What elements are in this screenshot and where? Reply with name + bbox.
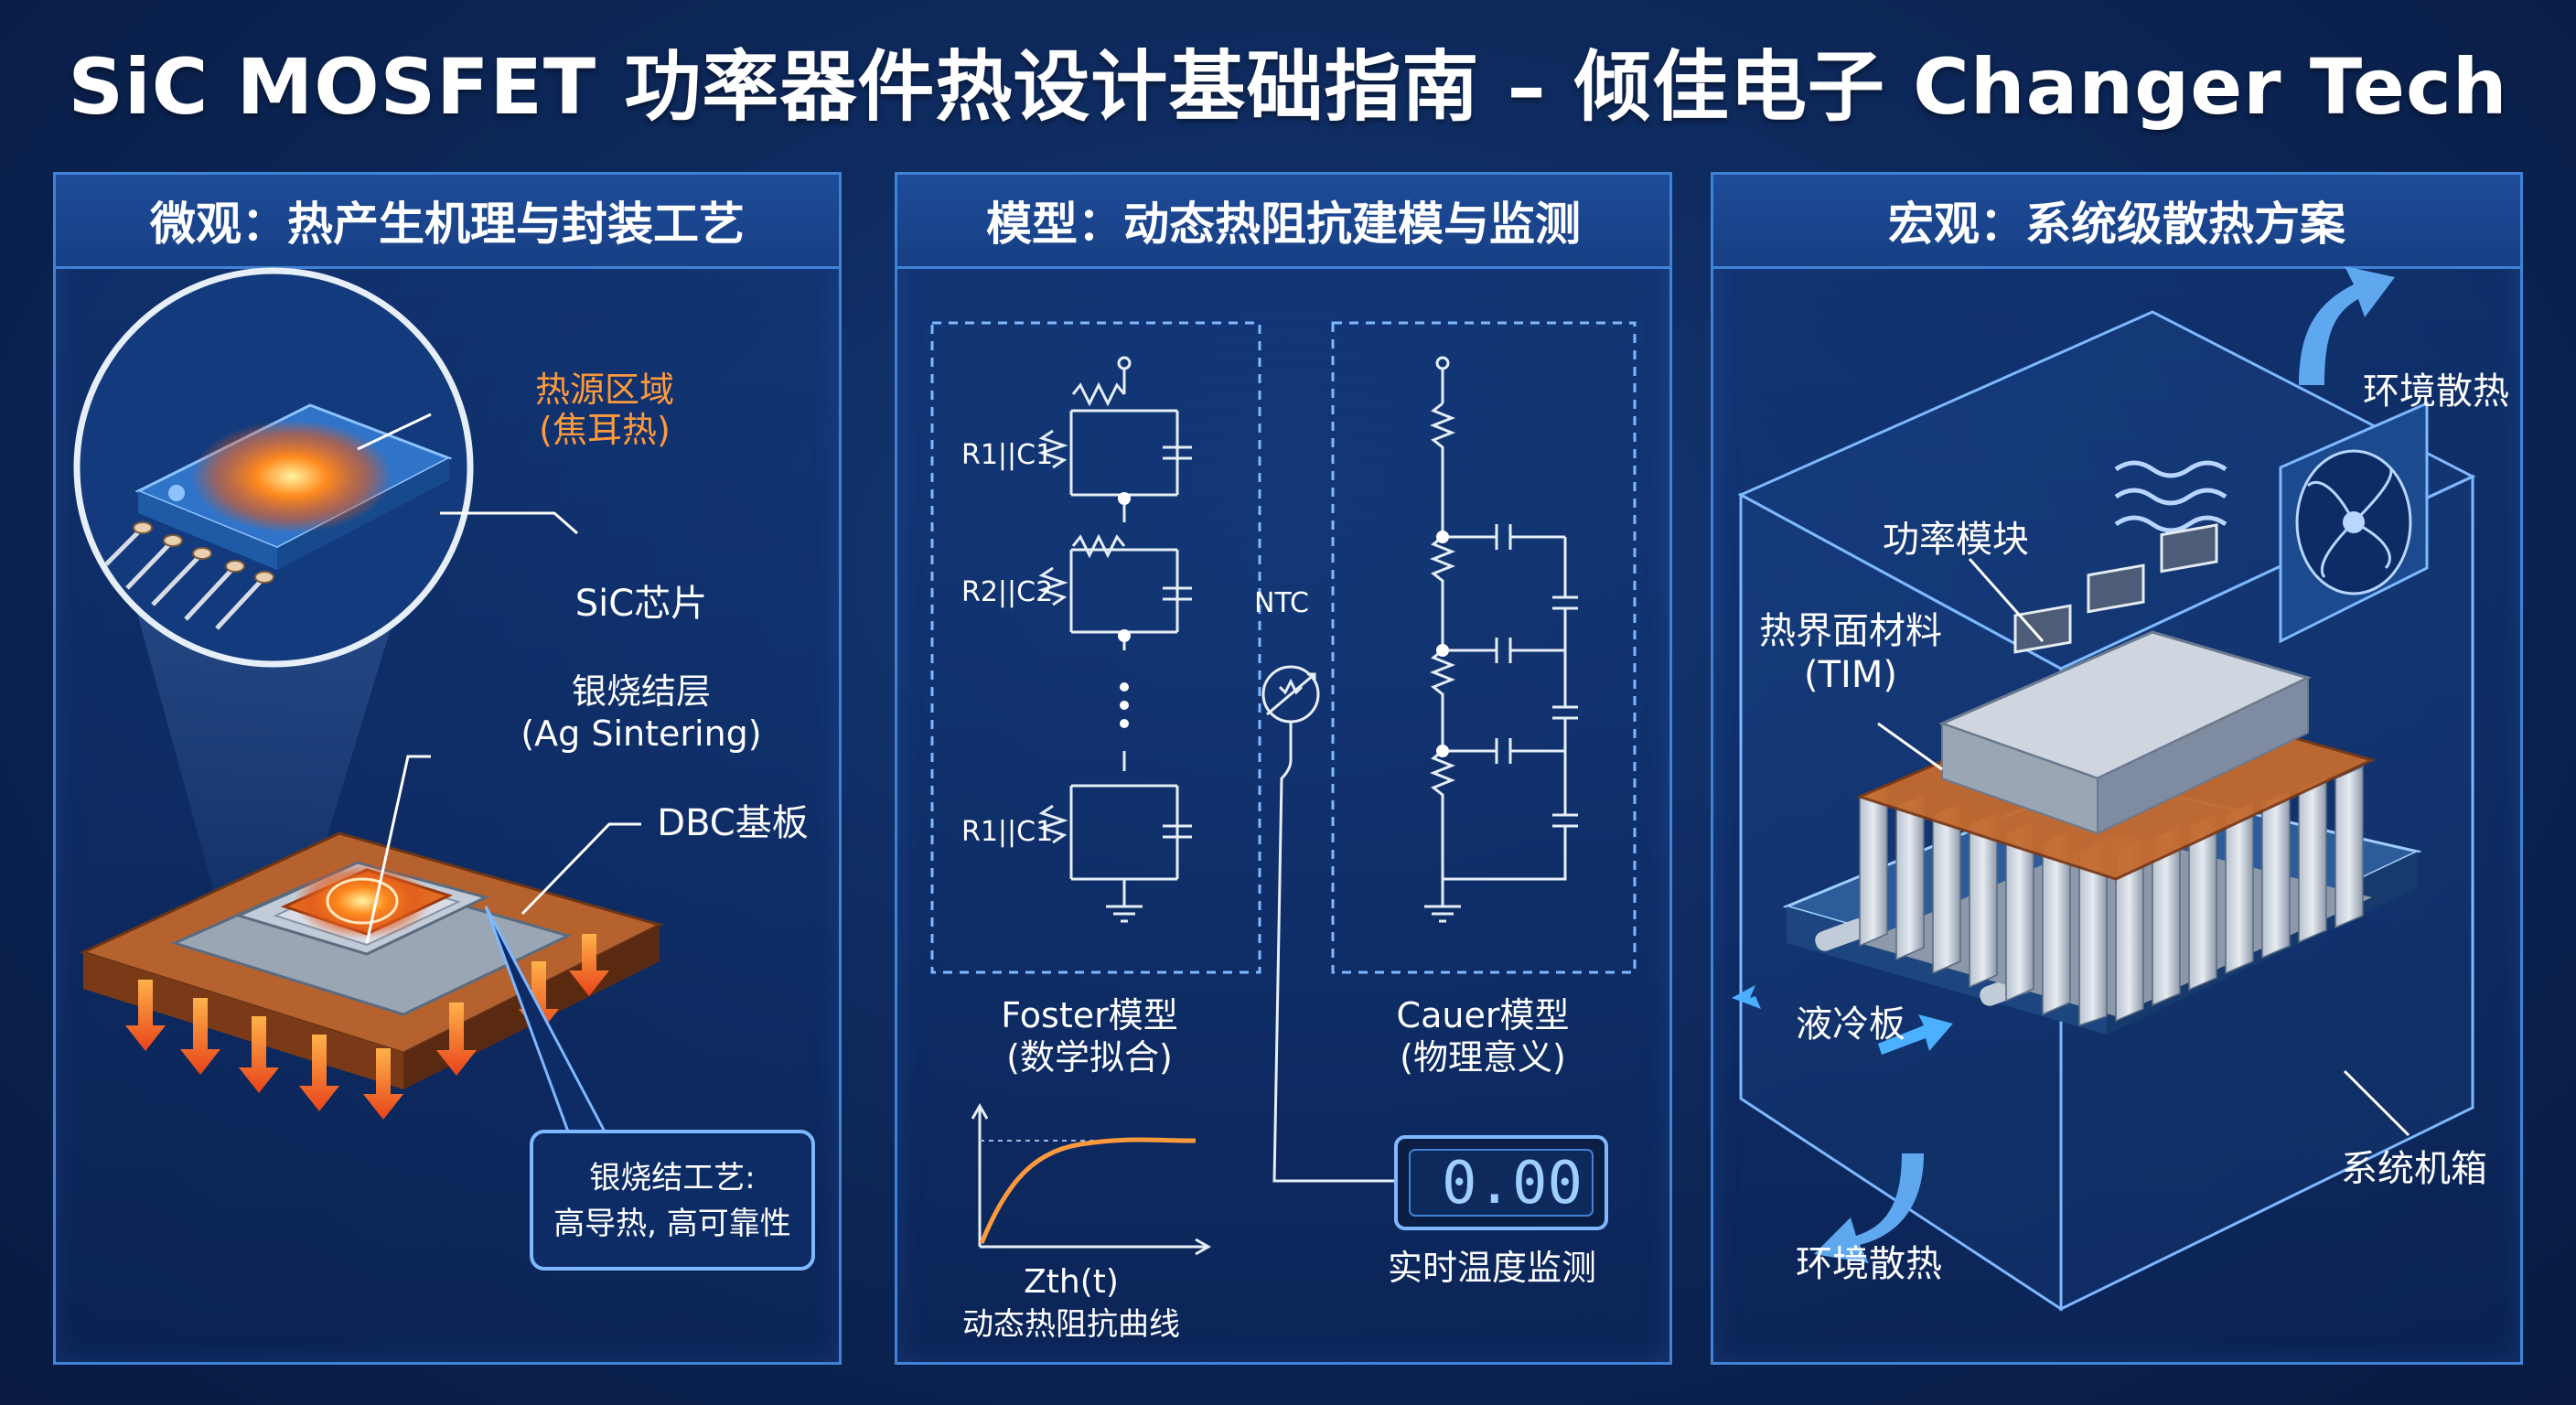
callout-text: 高导热, 高可靠性 [553, 1206, 791, 1242]
exhaust-arrow-bottom [1814, 1153, 1924, 1263]
foster-r1-label: R1||C1 [961, 439, 1053, 471]
power-module [1937, 523, 2313, 835]
foster-dots [1118, 492, 1131, 728]
coolant-arrows [1732, 978, 1953, 1055]
cauer-dots [1436, 531, 1449, 757]
ambient-bottom-label: 环境散热 [1796, 1243, 1942, 1285]
foster-r2-label: R2||C2 [961, 576, 1053, 608]
power-module-label: 功率模块 [1883, 519, 2029, 561]
power-module-leader [1968, 558, 2045, 642]
macro-panel: 宏观：系统级散热方案 [1711, 172, 2523, 1365]
zth-curve [979, 1137, 1197, 1244]
exhaust-arrow-top [2299, 266, 2395, 385]
zth-caption: 动态热阻抗曲线 [962, 1306, 1180, 1343]
model-illustration: R1||C1 R2||C2 R1||C1 NTC [930, 321, 1637, 1343]
enclosure-leader [2343, 1069, 2410, 1137]
foster-box [930, 321, 1261, 974]
sinter-label: 银烧结层 [572, 671, 711, 712]
heat-source-sublabel: (焦耳热) [539, 410, 671, 450]
chip-leader [440, 511, 578, 535]
macro-illustration: 环境散热 功率模块 热界面材料 (TIM) 液冷板 系统机箱 环境散热 [1732, 266, 2509, 1312]
sinter-sublabel: (Ag Sintering) [521, 713, 761, 754]
foster-network [1037, 356, 1192, 923]
model-panel-heading: 模型：动态热阻抗建模与监测 [897, 175, 1669, 269]
chip-label: SiC芯片 [575, 583, 707, 625]
cold-plate-label: 液冷板 [1796, 1003, 1905, 1046]
ntc-sensor-icon [1261, 665, 1396, 1183]
zth-plot [971, 1102, 1212, 1256]
tim-leader [1877, 722, 1943, 771]
cauer-caption: Cauer模型 [1397, 995, 1570, 1035]
ambient-top-label: 环境散热 [2363, 370, 2509, 413]
callout-title: 银烧结工艺: [589, 1160, 755, 1196]
display-value: 0.00 [1442, 1150, 1583, 1217]
heat-source-leader [357, 413, 432, 451]
page-title: SiC MOSFET 功率器件热设计基础指南 – 倾佳电子 Changer Te… [68, 42, 2508, 132]
temperature-display: 0.00 [1394, 1135, 1608, 1230]
cauer-network [1424, 369, 1578, 923]
micro-illustration: 热源区域 (焦耳热) SiC芯片 银烧结层 (Ag Sintering) DBC… [73, 267, 815, 1271]
model-panel: 模型：动态热阻抗建模与监测 [895, 172, 1672, 1365]
dbc-label: DBC基板 [657, 802, 808, 844]
leader-lines [357, 413, 641, 944]
heat-flow-arrows [125, 934, 609, 1120]
sintering-callout: 银烧结工艺: 高导热, 高可靠性 [484, 906, 815, 1271]
dbc-substrate [79, 831, 664, 1089]
realtime-label: 实时温度监测 [1388, 1248, 1596, 1288]
heat-source-label: 热源区域 [535, 370, 674, 410]
foster-rn-label: R1||C1 [961, 816, 1053, 848]
dbc-leader [521, 822, 641, 916]
magnifier-lens [73, 267, 474, 668]
cauer-subcaption: (物理意义) [1400, 1037, 1566, 1078]
airflow-arrows [2114, 460, 2227, 533]
tim-sublabel: (TIM) [1804, 654, 1897, 696]
micro-panel: 微观：热产生机理与封装工艺 [53, 172, 842, 1365]
macro-panel-heading: 宏观：系统级散热方案 [1713, 175, 2520, 269]
foster-subcaption: (数学拟合) [1006, 1037, 1173, 1078]
foster-caption: Foster模型 [1001, 995, 1177, 1035]
macro-leaders [1877, 558, 2410, 1137]
cauer-terminal [1435, 356, 1450, 370]
cauer-box [1331, 321, 1637, 974]
sinter-leader [365, 755, 431, 944]
ntc-label: NTC [1254, 587, 1309, 619]
tim-label: 热界面材料 [1759, 610, 1942, 652]
fan-icon [2279, 401, 2429, 644]
micro-panel-heading: 微观：热产生机理与封装工艺 [56, 175, 839, 269]
zth-label: Zth(t) [1024, 1263, 1119, 1301]
enclosure-label: 系统机箱 [2341, 1148, 2487, 1190]
